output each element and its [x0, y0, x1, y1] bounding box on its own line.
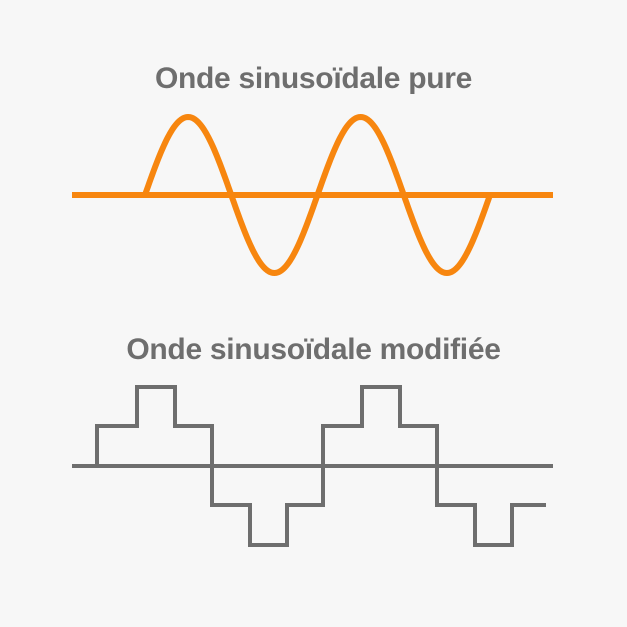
- pure-sine-wave: [142, 114, 493, 276]
- modified-sine-title: Onde sinusoïdale modifiée: [126, 333, 501, 366]
- modified-sine-wave: [95, 385, 546, 547]
- pure-sine-title: Onde sinusoïdale pure: [154, 62, 473, 95]
